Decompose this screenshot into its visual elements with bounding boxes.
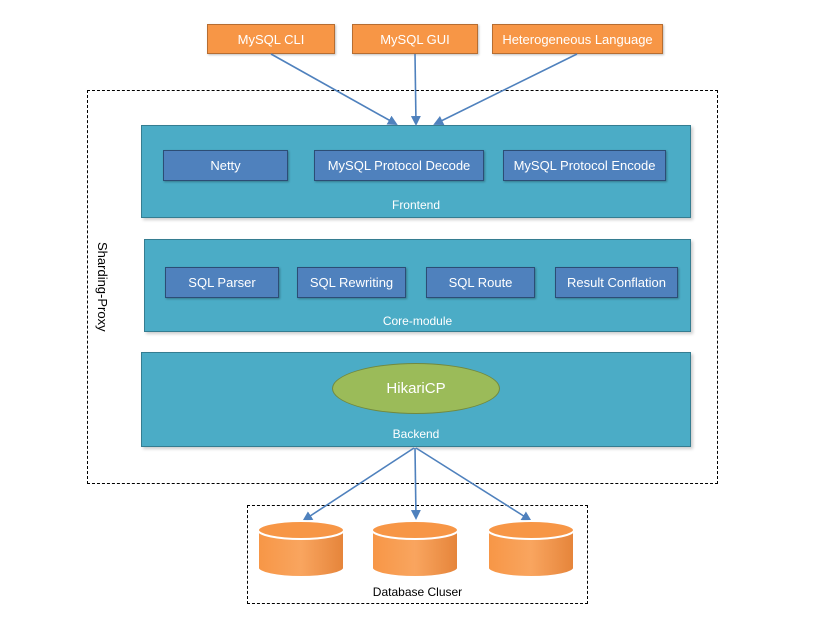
module-mysql-protocol-decode: MySQL Protocol Decode (314, 150, 484, 181)
client-mysql-cli: MySQL CLI (207, 24, 335, 54)
module-mysql-protocol-encode: MySQL Protocol Encode (503, 150, 666, 181)
arrow-backend-to-db-3 (415, 447, 532, 522)
database-cluster-label: Database Cluser (372, 585, 463, 599)
module-result-conflation: Result Conflation (555, 267, 678, 298)
frontend-layer: Netty MySQL Protocol Decode MySQL Protoc… (141, 125, 691, 218)
arrow-backend-to-db-1 (302, 447, 415, 522)
core-module-layer: SQL Parser SQL Rewriting SQL Route Resul… (144, 239, 691, 332)
module-sql-rewriting: SQL Rewriting (297, 267, 406, 298)
database-cluster-container (247, 505, 588, 604)
client-mysql-gui: MySQL GUI (352, 24, 478, 54)
module-netty: Netty (163, 150, 288, 181)
module-sql-parser: SQL Parser (165, 267, 279, 298)
core-module-label: Core-module (382, 314, 453, 328)
hikaricp-pool: HikariCP (332, 363, 500, 414)
arrow-lang-to-frontend (433, 53, 578, 125)
arrow-backend-to-db-2 (410, 447, 421, 520)
client-heterogeneous-language: Heterogeneous Language (492, 24, 663, 54)
frontend-label: Frontend (391, 198, 441, 212)
database-cylinder-2 (371, 520, 459, 578)
arrow-gui-to-frontend (410, 53, 421, 126)
database-cylinder-1 (257, 520, 345, 578)
sharding-proxy-container (87, 90, 718, 484)
backend-label: Backend (392, 427, 440, 441)
database-cylinder-3 (487, 520, 575, 578)
module-sql-route: SQL Route (426, 267, 535, 298)
arrow-cli-to-frontend (270, 53, 398, 125)
backend-layer: HikariCP Backend (141, 352, 691, 447)
